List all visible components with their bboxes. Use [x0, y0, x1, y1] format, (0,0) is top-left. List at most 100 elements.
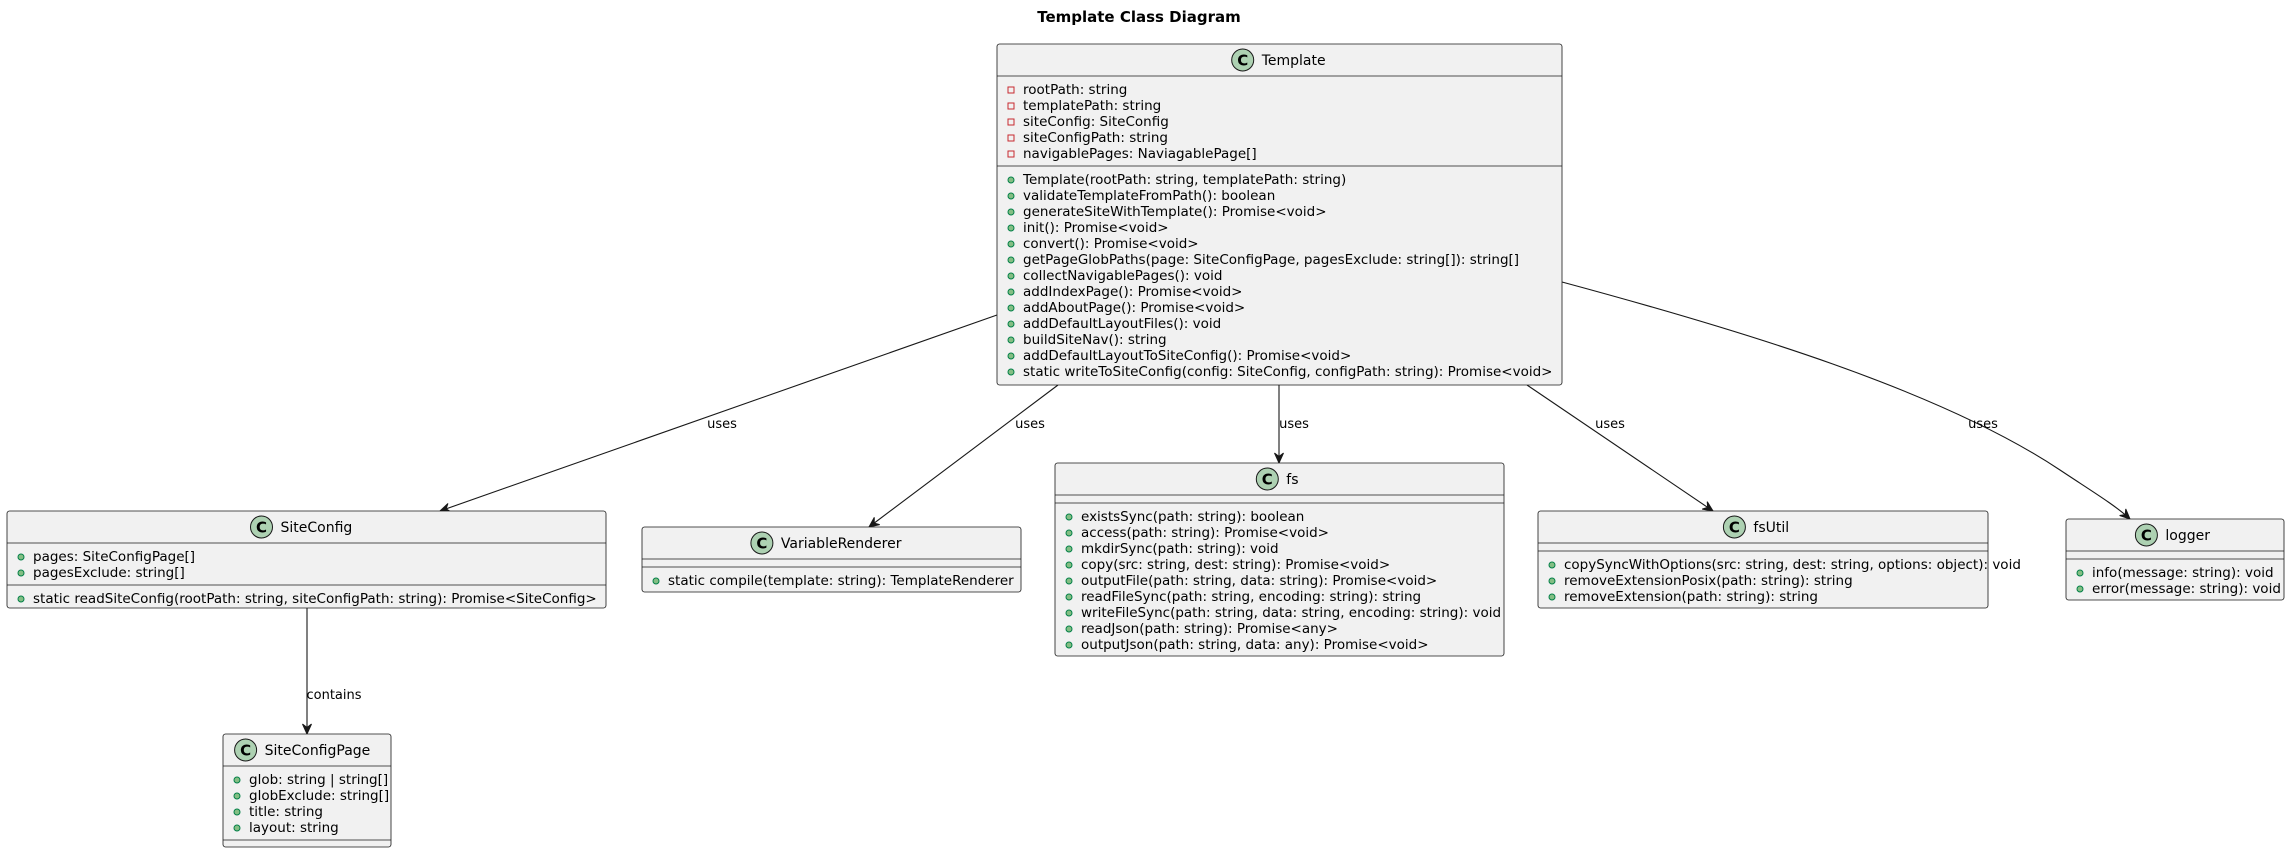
method-item: convert(): Promise<void>	[1023, 236, 1199, 252]
field-item: rootPath: string	[1023, 82, 1127, 98]
method-item: writeFileSync(path: string, data: string…	[1081, 605, 1501, 621]
class-name: VariableRenderer	[781, 536, 902, 552]
class-icon-letter: C	[240, 742, 251, 760]
field-item: siteConfig: SiteConfig	[1023, 114, 1169, 130]
public-visibility-icon	[1007, 208, 1015, 216]
public-visibility-icon	[1007, 240, 1015, 248]
private-visibility-icon	[1007, 102, 1015, 110]
public-visibility-icon	[652, 577, 660, 585]
method-item: static writeToSiteConfig(config: SiteCon…	[1023, 364, 1553, 380]
class-icon: C	[750, 531, 774, 555]
relation-line	[1526, 384, 1714, 512]
public-visibility-icon	[1065, 641, 1073, 649]
class-icon-letter: C	[1262, 471, 1273, 489]
public-visibility-icon	[233, 824, 241, 832]
field-item: layout: string	[249, 820, 339, 836]
relation-line	[868, 384, 1059, 528]
class-box-frame	[1054, 462, 1505, 657]
public-visibility-icon	[1007, 176, 1015, 184]
private-visibility-icon	[1007, 150, 1015, 158]
class-name: fs	[1286, 472, 1298, 488]
method-item: addIndexPage(): Promise<void>	[1023, 284, 1242, 300]
class-box-frame	[641, 526, 1022, 593]
public-visibility-icon	[1007, 304, 1015, 312]
public-visibility-icon	[1007, 256, 1015, 264]
relation-uses: uses	[868, 384, 1059, 528]
public-visibility-icon	[1007, 272, 1015, 280]
class-icon: C	[234, 738, 258, 762]
arrowhead-icon	[1702, 501, 1715, 512]
public-visibility-icon	[1007, 320, 1015, 328]
field-item: glob: string | string[]	[249, 772, 388, 788]
public-visibility-icon	[1007, 336, 1015, 344]
class-icon: C	[1255, 467, 1279, 491]
method-item: existsSync(path: string): boolean	[1081, 509, 1304, 525]
field-item: navigablePages: NaviagablePage[]	[1023, 146, 1257, 162]
class-icon-letter: C	[256, 519, 267, 537]
class-icon-letter: C	[1729, 519, 1740, 537]
method-item: generateSiteWithTemplate(): Promise<void…	[1023, 204, 1327, 220]
class-icon-letter: C	[756, 535, 767, 553]
method-item: mkdirSync(path: string): void	[1081, 541, 1279, 557]
method-item: addDefaultLayoutFiles(): void	[1023, 316, 1221, 332]
public-visibility-icon	[1065, 529, 1073, 537]
class-name: SiteConfig	[281, 520, 353, 536]
private-visibility-icon	[1007, 134, 1015, 142]
field-item: siteConfigPath: string	[1023, 130, 1168, 146]
field-item: pagesExclude: string[]	[33, 565, 185, 581]
class-box-frame	[2065, 518, 2285, 601]
relation-label: uses	[707, 417, 737, 432]
arrowhead-icon	[2119, 508, 2131, 520]
method-item: readJson(path: string): Promise<any>	[1081, 621, 1338, 637]
relation-uses: uses	[1526, 384, 1715, 512]
relation-line	[1561, 281, 2131, 520]
public-visibility-icon	[1065, 513, 1073, 521]
public-visibility-icon	[1065, 545, 1073, 553]
method-item: removeExtension(path: string): string	[1564, 589, 1818, 605]
public-visibility-icon	[17, 595, 25, 603]
public-visibility-icon	[1007, 288, 1015, 296]
class-icon: C	[1722, 515, 1746, 539]
class-box-frame	[222, 733, 392, 848]
method-item: outputJson(path: string, data: any): Pro…	[1081, 637, 1429, 653]
public-visibility-icon	[1007, 192, 1015, 200]
field-item: globExclude: string[]	[249, 788, 389, 804]
method-item: getPageGlobPaths(page: SiteConfigPage, p…	[1023, 252, 1519, 268]
relation-uses: uses	[1274, 385, 1309, 465]
relation-label: uses	[1279, 417, 1309, 432]
method-item: error(message: string): void	[2092, 581, 2281, 597]
class-variablerenderer: C VariableRenderer static compile(template…	[641, 526, 1022, 593]
public-visibility-icon	[1065, 609, 1073, 617]
class-icon: C	[250, 515, 273, 539]
arrowhead-icon	[302, 723, 312, 736]
public-visibility-icon	[1007, 368, 1015, 376]
method-item: Template(rootPath: string, templatePath:…	[1022, 172, 1346, 188]
relation-line	[439, 314, 998, 512]
public-visibility-icon	[1007, 352, 1015, 360]
public-visibility-icon	[1065, 593, 1073, 601]
relation-label: contains	[306, 688, 361, 703]
public-visibility-icon	[17, 569, 25, 577]
arrowhead-icon	[868, 517, 880, 528]
method-item: readFileSync(path: string, encoding: str…	[1081, 589, 1421, 605]
class-icon: C	[1231, 48, 1255, 72]
field-item: templatePath: string	[1023, 98, 1161, 114]
method-item: static compile(template: string): Templa…	[668, 573, 1014, 589]
method-item: static readSiteConfig(rootPath: string, …	[33, 591, 597, 607]
method-item: buildSiteNav(): string	[1023, 332, 1167, 348]
method-item: outputFile(path: string, data: string): …	[1081, 573, 1437, 589]
class-name: logger	[2165, 528, 2210, 544]
method-item: init(): Promise<void>	[1023, 220, 1169, 236]
method-item: access(path: string): Promise<void>	[1081, 525, 1329, 541]
relation-label: uses	[1015, 417, 1045, 432]
method-item: addDefaultLayoutToSiteConfig(): Promise<…	[1023, 348, 1351, 364]
method-item: removeExtensionPosix(path: string): stri…	[1564, 573, 1853, 589]
